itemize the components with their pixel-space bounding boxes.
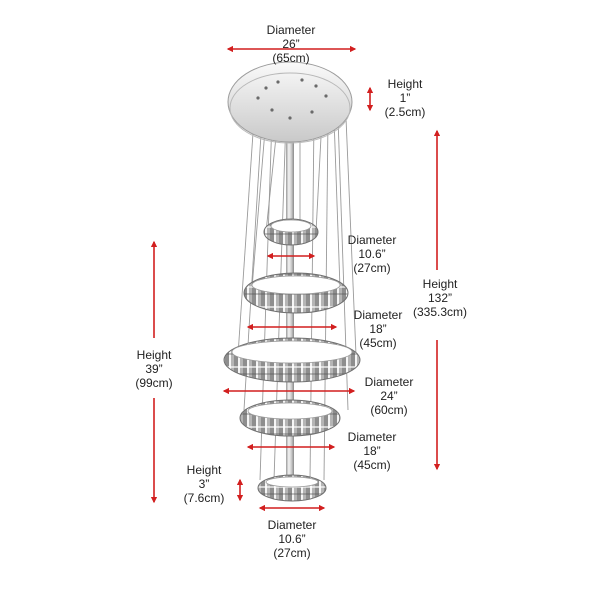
overall-height-imperial: 132” (427, 291, 453, 305)
ring1-diameter-title: Diameter (347, 233, 397, 247)
ring5-diameter-metric: (27cm) (273, 546, 311, 560)
ring-height-label: Height 3” (7.6cm) (180, 463, 228, 505)
body-height-title: Height (136, 348, 172, 362)
crystal-ring-1 (263, 218, 319, 246)
body-height-label: Height 39” (99cm) (128, 348, 180, 390)
canopy-height-label: Height 1” (2.5cm) (380, 77, 430, 119)
ring4-diameter-imperial: 18” (363, 444, 381, 458)
ring3-diameter-imperial: 24” (380, 389, 398, 403)
canopy-diameter-imperial: 26” (282, 37, 300, 51)
ring-height-imperial: 3” (198, 477, 210, 491)
ring-height-title: Height (186, 463, 222, 477)
ring2-diameter-label: Diameter 18” (45cm) (348, 308, 408, 350)
ring2-diameter-metric: (45cm) (359, 336, 397, 350)
crystal-ring-4 (239, 399, 341, 437)
canopy-height-metric: (2.5cm) (384, 105, 426, 119)
ring2-diameter-imperial: 18” (369, 322, 387, 336)
overall-height-title: Height (422, 277, 458, 291)
canopy-diameter-title: Diameter (266, 23, 316, 37)
canopy-diameter-metric: (65cm) (272, 51, 310, 65)
ring4-diameter-title: Diameter (347, 430, 397, 444)
body-height-metric: (99cm) (135, 376, 173, 390)
ring1-diameter-metric: (27cm) (353, 261, 391, 275)
ring4-diameter-metric: (45cm) (353, 458, 391, 472)
ring2-diameter-title: Diameter (353, 308, 403, 322)
ring1-diameter-imperial: 10.6” (358, 247, 386, 261)
canopy-height-imperial: 1” (399, 91, 411, 105)
ring1-diameter-label: Diameter 10.6” (27cm) (342, 233, 402, 275)
crystal-ring-3 (223, 337, 361, 383)
ring5-diameter-title: Diameter (267, 518, 317, 532)
ring5-diameter-imperial: 10.6” (278, 532, 306, 546)
ring3-diameter-metric: (60cm) (370, 403, 408, 417)
crystal-ring-5 (257, 474, 327, 502)
ring3-diameter-title: Diameter (364, 375, 414, 389)
ring-height-metric: (7.6cm) (183, 491, 225, 505)
ring3-diameter-label: Diameter 24” (60cm) (358, 375, 420, 417)
body-height-imperial: 39” (145, 362, 163, 376)
overall-height-metric: (335.3cm) (412, 305, 468, 319)
ring5-diameter-label: Diameter 10.6” (27cm) (260, 518, 324, 560)
chrome-canopy (227, 61, 353, 144)
canopy-height-title: Height (387, 77, 423, 91)
ring4-diameter-label: Diameter 18” (45cm) (342, 430, 402, 472)
overall-height-label: Height 132” (335.3cm) (409, 277, 471, 319)
canopy-diameter-label: Diameter 26” (65cm) (258, 23, 324, 65)
crystal-ring-2 (243, 272, 349, 314)
